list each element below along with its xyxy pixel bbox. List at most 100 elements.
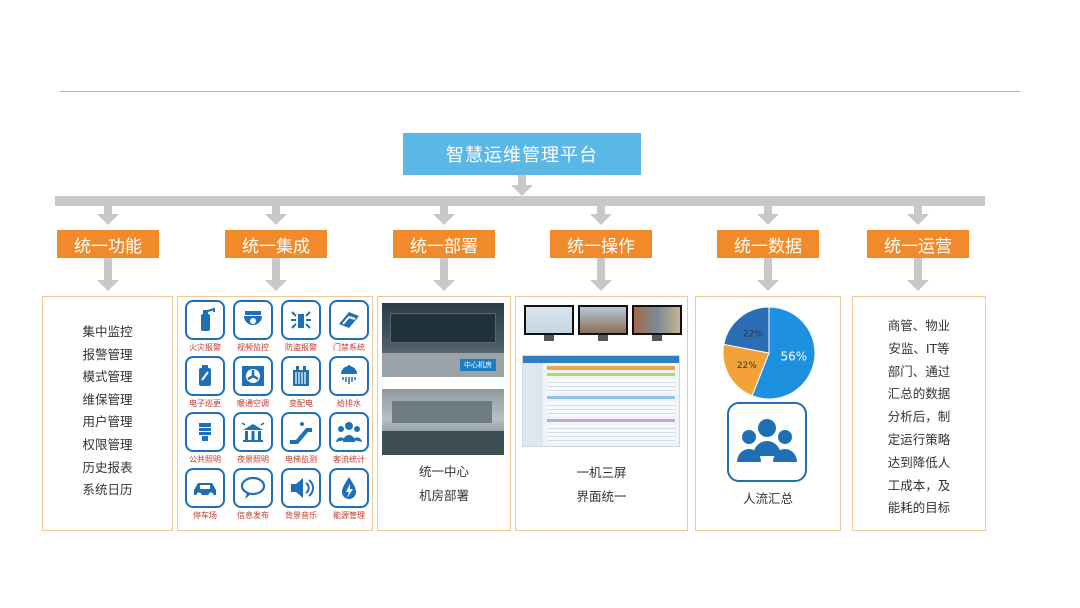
video-wall — [390, 313, 496, 343]
pie-chart: 56% 22% 22% — [722, 306, 816, 400]
operation-panel: 商管、物业 安监、IT等 部门、通过 汇总的数据 分析后，制 定运行策略 达到降… — [852, 296, 986, 531]
subsystem-hvac: 暖通空调 — [229, 356, 277, 412]
bulb-icon — [199, 423, 211, 441]
people-icon — [737, 419, 797, 462]
list-item: 历史报表 — [82, 459, 133, 475]
server-room-photo — [382, 389, 504, 455]
subsystem-night-lighting: 夜景照明 — [229, 412, 277, 468]
center-sign: 中心机房 — [460, 359, 496, 371]
deploy-caption-line2: 机房部署 — [418, 488, 469, 503]
operate-caption-line1: 一机三屏 — [576, 465, 627, 480]
arrow-stem — [272, 258, 280, 280]
monitor — [632, 305, 682, 341]
category-label-deploy: 统一部署 — [393, 230, 495, 258]
pie-slice — [722, 343, 770, 397]
monitor — [524, 305, 574, 341]
list-item: 报警管理 — [82, 346, 133, 362]
fire-extinguisher-icon — [201, 307, 215, 331]
arrow-head — [907, 214, 929, 225]
arrow-head — [433, 280, 455, 291]
arrow-head — [433, 214, 455, 225]
subsystem-patrol: 电子巡更 — [181, 356, 229, 412]
arrow-head — [97, 280, 119, 291]
subsystem-public-lighting: 公共照明 — [181, 412, 229, 468]
subsystem-elevator: 电梯监测 — [277, 412, 325, 468]
function-list: 集中监控 报警管理 模式管理 维保管理 用户管理 权限管理 历史报表 系统日历 — [43, 321, 172, 502]
operator-desks — [382, 431, 504, 455]
subsystem-traffic: 客流统计 — [325, 412, 373, 468]
arrow-head — [265, 214, 287, 225]
arrow-head — [590, 214, 612, 225]
list-item: 模式管理 — [82, 369, 133, 385]
subsystem-info-publish: 信息发布 — [229, 468, 277, 524]
car-icon — [194, 483, 216, 498]
subsystem-water: 给排水 — [325, 356, 373, 412]
building-light-icon — [241, 422, 265, 442]
pie-slice-label: 22% — [743, 330, 763, 340]
platform-arrow-head — [511, 185, 533, 196]
arrow-stem — [764, 206, 772, 214]
data-panel: 56% 22% 22% 人流汇总 — [695, 296, 841, 531]
data-caption: 人流汇总 — [742, 491, 793, 506]
people-icon-box — [727, 402, 807, 482]
category-label-operation: 统一运营 — [867, 230, 969, 258]
operate-caption-line2: 界面统一 — [576, 489, 627, 504]
subsystem-fire-alarm: 火灾报警 — [181, 300, 229, 356]
arrow-stem — [597, 206, 605, 214]
access-card-icon — [339, 312, 359, 328]
list-item: 系统日历 — [82, 482, 133, 498]
energy-drop-icon — [342, 477, 356, 499]
arrow-stem — [440, 258, 448, 280]
arrow-head — [265, 280, 287, 291]
function-panel: 集中监控 报警管理 模式管理 维保管理 用户管理 权限管理 历史报表 系统日历 — [42, 296, 173, 531]
arrow-stem — [104, 206, 112, 214]
arrow-stem — [914, 258, 922, 280]
list-item: 维保管理 — [82, 391, 133, 407]
arrow-head — [590, 280, 612, 291]
arrow-stem — [440, 206, 448, 214]
fan-icon — [242, 366, 264, 386]
distribution-bar — [55, 196, 985, 206]
patrol-icon — [199, 365, 211, 386]
integration-panel: 火灾报警 视频监控 防盗报警 门禁系统 电子巡更 暖通空调 变配电 给排水 公共… — [177, 296, 373, 531]
category-label-function: 统一功能 — [57, 230, 159, 258]
deploy-panel: 中心机房 统一中心 机房部署 — [377, 296, 511, 531]
arrow-stem — [914, 206, 922, 214]
arrow-head — [757, 280, 779, 291]
crowd-icon — [336, 422, 362, 442]
subsystem-parking: 停车场 — [181, 468, 229, 524]
speaker-icon — [291, 478, 314, 498]
list-item: 权限管理 — [82, 436, 133, 452]
wall-screens — [392, 401, 492, 423]
arrow-head — [907, 280, 929, 291]
pie-slice — [723, 306, 770, 354]
subsystem-access: 门禁系统 — [325, 300, 373, 356]
siren-icon — [291, 311, 311, 329]
arrow-stem — [597, 258, 605, 280]
subsystem-energy: 能源管理 — [325, 468, 373, 524]
speech-bubble-icon — [240, 476, 266, 499]
dashboard-screenshot — [522, 355, 680, 447]
arrow-stem — [104, 258, 112, 280]
control-room-photo: 中心机房 — [382, 303, 504, 377]
arrow-stem — [272, 206, 280, 214]
top-divider — [60, 91, 1020, 92]
category-label-data: 统一数据 — [717, 230, 819, 258]
operate-panel: 一机三屏 界面统一 — [515, 296, 688, 531]
pie-slice-label: 22% — [737, 361, 757, 371]
subsystem-music: 背景音乐 — [277, 468, 325, 524]
category-label-operate: 统一操作 — [550, 230, 652, 258]
operation-description: 商管、物业 安监、IT等 部门、通过 汇总的数据 分析后，制 定运行策略 达到降… — [887, 318, 951, 516]
pie-slice-label: 56% — [781, 350, 808, 364]
category-label-integration: 统一集成 — [225, 230, 327, 258]
platform-arrow-stem — [518, 175, 526, 185]
platform-title-box: 智慧运维管理平台 — [403, 133, 641, 175]
arrow-stem — [764, 258, 772, 280]
list-item: 集中监控 — [82, 324, 133, 339]
subsystem-power: 变配电 — [277, 356, 325, 412]
pie-slice — [751, 306, 816, 400]
arrow-head — [97, 214, 119, 225]
monitor — [578, 305, 628, 341]
platform-title: 智慧运维管理平台 — [446, 145, 598, 166]
transformer-icon — [293, 366, 309, 386]
